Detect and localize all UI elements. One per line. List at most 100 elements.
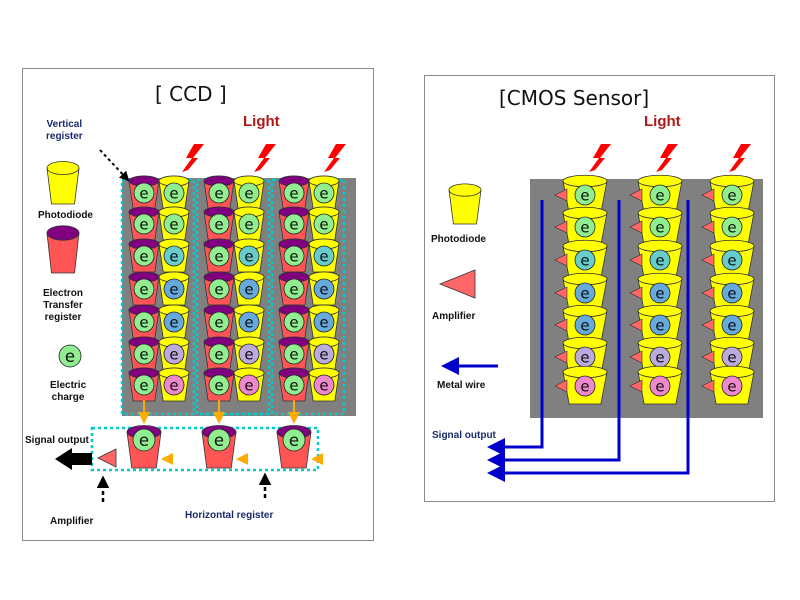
ccd-photodiode-charge-symbol: e — [319, 314, 328, 332]
light-bolt — [729, 144, 751, 172]
horizontal-register-charge-circle — [132, 428, 156, 452]
cmos-charge: e — [721, 346, 743, 368]
signal-output-arrow — [55, 448, 92, 470]
ccd-transfer-charge-symbol: e — [214, 248, 223, 266]
ccd-photodiode-charge-symbol: e — [319, 377, 328, 395]
ccd-photodiode-charge: e — [163, 182, 185, 204]
ccd-photodiode-charge-circle — [238, 278, 260, 300]
ccd-photodiode-charge: e — [238, 182, 260, 204]
ccd-transfer-charge-circle — [283, 343, 305, 365]
ccd-photodiode-charge-symbol: e — [319, 216, 328, 234]
cmos-charge-circle — [649, 282, 671, 304]
cmos-charge: e — [649, 282, 671, 304]
cmos-amplifier-triangle — [701, 350, 715, 364]
cmos-charge-symbol: e — [580, 252, 589, 270]
ccd-photodiode-charge-symbol: e — [244, 314, 253, 332]
cmos-charge-circle — [721, 375, 743, 397]
cmos-charge-circle — [721, 249, 743, 271]
cmos-charge-symbol: e — [580, 219, 589, 237]
ccd-transfer-charge-circle — [208, 278, 230, 300]
ccd-photodiode-charge-symbol: e — [244, 216, 253, 234]
ccd-photodiode-charge-circle — [313, 374, 335, 396]
cmos-title: [CMOS Sensor] — [499, 86, 650, 110]
cmos-charge-circle — [574, 375, 596, 397]
cmos-amplifier-triangle — [554, 253, 568, 267]
ccd-transfer-charge-circle — [208, 213, 230, 235]
ccd-transfer-charge-circle — [208, 374, 230, 396]
cmos-charge-symbol: e — [727, 378, 736, 396]
ccd-photodiode-charge-symbol: e — [169, 216, 178, 234]
ccd-photodiode-charge: e — [238, 213, 260, 235]
ccd-transfer-charge-symbol: e — [289, 185, 298, 203]
ccd-transfer-charge: e — [133, 213, 155, 235]
cmos-charge: e — [574, 216, 596, 238]
ccd-transfer-charge-symbol: e — [139, 377, 148, 395]
cmos-charge: e — [574, 184, 596, 206]
vertical-register-label-line2: register — [46, 131, 83, 142]
horizontal-register-charge: e — [282, 428, 306, 452]
cmos-charge-symbol: e — [655, 317, 664, 335]
cmos-charge-symbol: e — [655, 187, 664, 205]
ccd-transfer-charge: e — [133, 278, 155, 300]
cmos-charge: e — [574, 314, 596, 336]
ccd-transfer-charge-circle — [283, 374, 305, 396]
ccd-photodiode-charge: e — [313, 278, 335, 300]
cmos-charge-circle — [649, 249, 671, 271]
ccd-photodiode-charge-circle — [163, 278, 185, 300]
ccd-photodiode-charge-circle — [313, 182, 335, 204]
legend-charge-icon-circle — [58, 344, 82, 368]
cmos-amplifier-triangle — [554, 318, 568, 332]
cmos-charge-symbol: e — [580, 317, 589, 335]
ccd-photodiode-charge: e — [313, 182, 335, 204]
ccd-transfer-charge-circle — [208, 245, 230, 267]
cmos-amplifier-triangle — [701, 188, 715, 202]
ccd-amplifier-label: Amplifier — [50, 516, 94, 527]
legend-photodiode-icon — [46, 161, 80, 205]
cmos-charge-symbol: e — [580, 285, 589, 303]
light-bolt — [589, 144, 611, 172]
vertical-register-label-line1: Vertical — [46, 119, 83, 130]
cmos-amplifier-triangle — [629, 188, 643, 202]
ccd-photodiode-charge: e — [163, 311, 185, 333]
ccd-photodiode-charge-symbol: e — [169, 248, 178, 266]
legend-photodiode-icon-top — [46, 161, 80, 175]
ccd-transfer-charge: e — [208, 182, 230, 204]
cmos-charge-circle — [721, 314, 743, 336]
ccd-photodiode-charge-circle — [238, 213, 260, 235]
ccd-photodiode-charge: e — [238, 343, 260, 365]
cmos-amplifier-triangle — [629, 350, 643, 364]
horizontal-register-label: Horizontal register — [185, 510, 274, 521]
legend-amplifier-icon — [438, 269, 476, 299]
cmos-charge-symbol: e — [655, 252, 664, 270]
cmos-charge-circle — [721, 216, 743, 238]
ccd-transfer-charge-circle — [208, 311, 230, 333]
ccd-transfer-charge-symbol: e — [139, 281, 148, 299]
cmos-charge-symbol: e — [655, 349, 664, 367]
cmos-light-bolts — [589, 144, 751, 172]
cmos-amplifier-triangle — [629, 318, 643, 332]
ccd-transfer-charge-circle — [133, 311, 155, 333]
ccd-transfer-charge-symbol: e — [214, 216, 223, 234]
ccd-photodiode-charge: e — [163, 278, 185, 300]
legend-transfer-register-icon — [46, 225, 80, 274]
ccd-amplifier-triangle — [97, 448, 117, 468]
ccd-transfer-charge-symbol: e — [214, 346, 223, 364]
ccd-transfer-charge: e — [283, 343, 305, 365]
ccd-photodiode-charge-circle — [313, 311, 335, 333]
ccd-photodiode-charge-circle — [163, 182, 185, 204]
ccd-photodiode-charge: e — [238, 245, 260, 267]
horizontal-register-charge-symbol: e — [214, 431, 224, 450]
cmos-amplifier-triangle — [701, 253, 715, 267]
cmos-amplifier-triangle — [701, 318, 715, 332]
metal-wire — [487, 200, 690, 482]
ccd-light-label: Light — [243, 113, 280, 130]
ccd-transfer-charge: e — [283, 213, 305, 235]
cmos-charge-symbol: e — [727, 252, 736, 270]
ccd-photodiode-charge-symbol: e — [244, 281, 253, 299]
ccd-photodiode-charge-circle — [313, 278, 335, 300]
cmos-charge-circle — [574, 184, 596, 206]
ccd-photodiode-charge-circle — [313, 213, 335, 235]
cmos-charge: e — [574, 282, 596, 304]
ccd-transfer-charge-circle — [283, 245, 305, 267]
ccd-transfer-charge-circle — [208, 343, 230, 365]
